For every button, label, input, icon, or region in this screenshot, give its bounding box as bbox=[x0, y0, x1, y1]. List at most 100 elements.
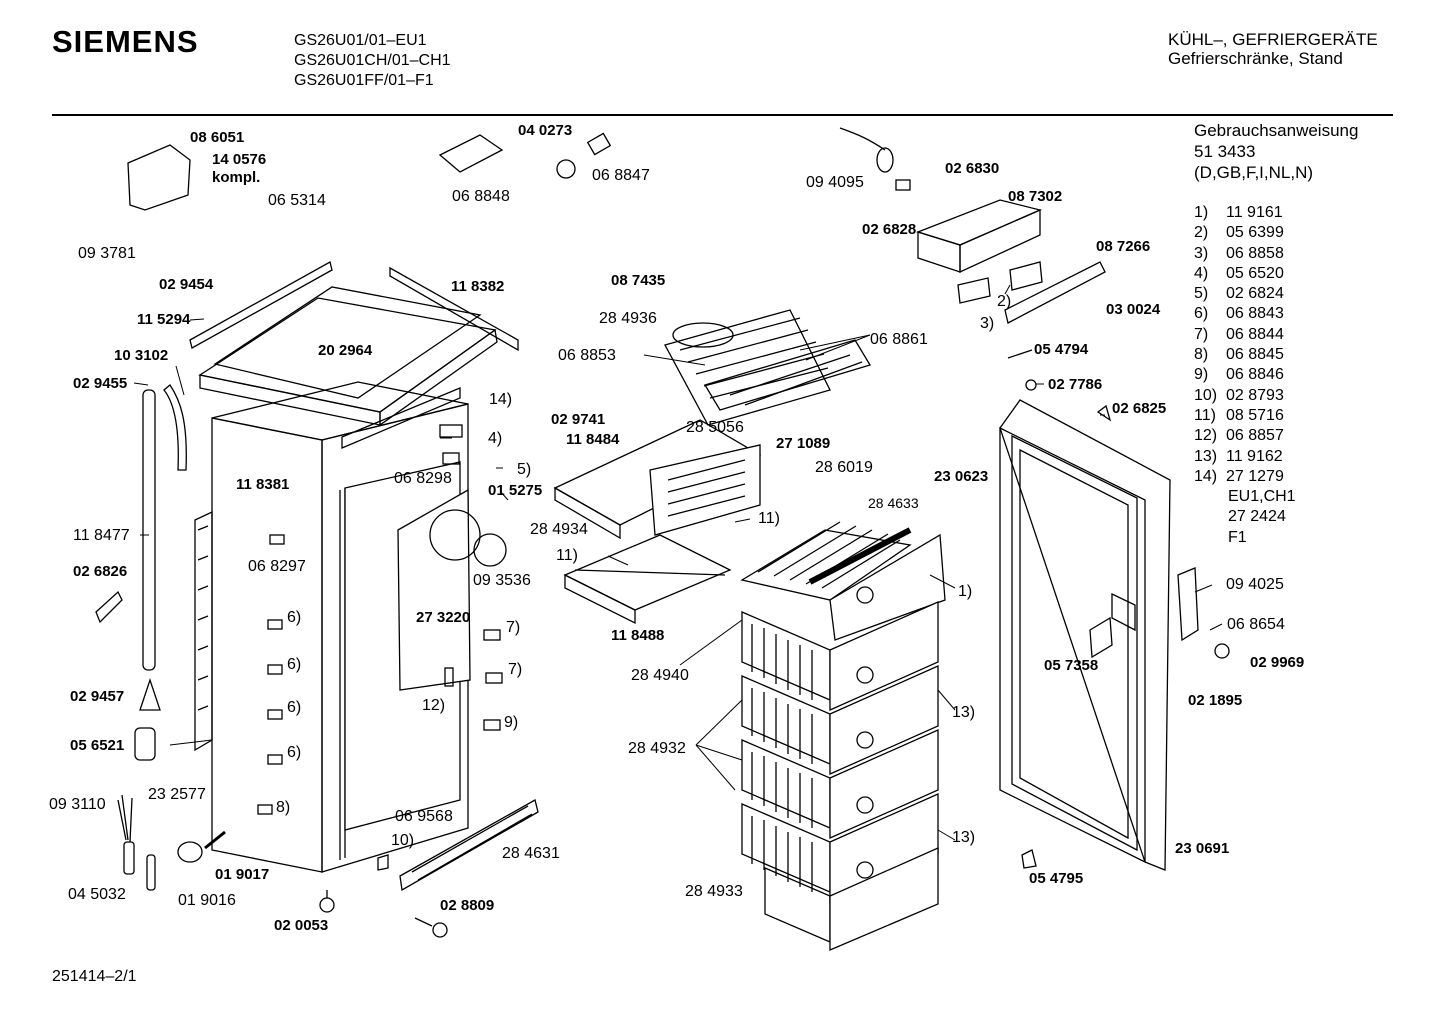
legend-row: 1) 11 9161 bbox=[1194, 203, 1296, 223]
legend-value: 06 8858 bbox=[1226, 244, 1284, 262]
part-label: 6) bbox=[287, 744, 302, 761]
leader-lines bbox=[133, 284, 1223, 841]
legend-key: 1) bbox=[1194, 204, 1209, 221]
part-label: 28 4631 bbox=[502, 845, 560, 862]
part-label: 06 8861 bbox=[870, 331, 928, 348]
part-label: 06 8654 bbox=[1227, 616, 1285, 633]
part-label: 9) bbox=[504, 714, 519, 731]
appliance-category: KÜHL–, GEFRIERGERÄTE Gefrierschränke, St… bbox=[1168, 30, 1378, 68]
part-label: kompl. bbox=[212, 169, 261, 186]
part-label: 04 0273 bbox=[518, 122, 573, 139]
part-label: 28 4933 bbox=[685, 883, 743, 900]
part-label: 11) bbox=[758, 510, 780, 527]
part-label: 02 9455 bbox=[73, 375, 128, 392]
legend-value: 06 8844 bbox=[1226, 325, 1284, 343]
legend-key: 9) bbox=[1194, 366, 1209, 384]
legend-key: 12) bbox=[1194, 427, 1218, 445]
model-number: GS26U01CH/01–CH1 bbox=[294, 52, 451, 69]
part-label: 12) bbox=[422, 697, 446, 714]
part-label: 04 5032 bbox=[68, 886, 126, 903]
top-rails bbox=[189, 261, 519, 449]
part-label: 05 6521 bbox=[70, 737, 125, 754]
legend-value: 11 9161 bbox=[1226, 204, 1283, 221]
part-label: 02 9457 bbox=[70, 688, 125, 705]
legend-key: 6) bbox=[1194, 305, 1209, 323]
part-label: 28 4936 bbox=[599, 310, 657, 327]
legend-value: 06 8846 bbox=[1226, 366, 1284, 384]
legend-value: 11 9162 bbox=[1226, 447, 1283, 465]
part-label: 01 9017 bbox=[215, 866, 270, 883]
part-label: 06 9568 bbox=[395, 808, 453, 825]
part-label: 06 8848 bbox=[452, 188, 510, 205]
legend-row: 14)27 1279 bbox=[1194, 467, 1296, 487]
model-number: GS26U01/01–EU1 bbox=[294, 32, 427, 49]
top-plate bbox=[198, 286, 498, 427]
legend-row: 6)06 8843 bbox=[1194, 304, 1296, 324]
manual-languages: (D,GB,F,I,NL,N) bbox=[1194, 163, 1314, 182]
part-label: 6) bbox=[287, 699, 302, 716]
part-label: 02 8809 bbox=[440, 897, 495, 914]
part-label: 01 9016 bbox=[178, 892, 236, 909]
legend-value: 06 8845 bbox=[1226, 346, 1284, 364]
part-label: 28 4633 bbox=[868, 495, 919, 511]
legend-value: 27 1279 bbox=[1226, 467, 1284, 485]
part-label: 28 4932 bbox=[628, 740, 686, 757]
part-label: 14 0576 bbox=[212, 151, 267, 168]
part-label: 6) bbox=[287, 609, 302, 626]
legend-continuation: EU1,CH1 bbox=[1228, 488, 1296, 506]
part-label: 6) bbox=[287, 656, 302, 673]
part-label: 09 3536 bbox=[473, 572, 531, 589]
part-label: 08 7435 bbox=[611, 272, 666, 289]
category-title: KÜHL–, GEFRIERGERÄTE bbox=[1168, 30, 1378, 49]
part-label: 08 7266 bbox=[1096, 238, 1151, 255]
legend-value: 05 6520 bbox=[1226, 264, 1284, 282]
freezer-door bbox=[999, 399, 1199, 871]
part-label: 01 5275 bbox=[488, 482, 543, 499]
legend-key: 10) bbox=[1194, 386, 1218, 404]
lamp-parts bbox=[127, 132, 612, 211]
legend-row: 12) 06 8857 bbox=[1194, 426, 1296, 446]
legend-value: 05 6399 bbox=[1226, 224, 1284, 242]
model-list: GS26U01/01–EU1 GS26U01CH/01–CH1 GS26U01F… bbox=[294, 31, 451, 91]
legend-continuation: 27 2424 bbox=[1228, 508, 1286, 526]
part-label: 28 4934 bbox=[530, 521, 588, 538]
part-label: 5) bbox=[517, 461, 532, 478]
legend-key: 2) bbox=[1194, 224, 1209, 242]
legend-key: 13) bbox=[1194, 447, 1218, 465]
part-label: 11 8381 bbox=[236, 476, 290, 493]
part-label: 14) bbox=[489, 391, 513, 408]
part-label: 8) bbox=[276, 799, 291, 816]
freezer-baskets bbox=[741, 586, 939, 951]
legend-row: 2) 05 6399 bbox=[1194, 223, 1296, 243]
drip-tray bbox=[553, 419, 762, 625]
part-label: 03 0024 bbox=[1106, 301, 1161, 318]
evaporator bbox=[664, 309, 871, 426]
legend-key: 5) bbox=[1194, 285, 1209, 303]
part-label: 11 8477 bbox=[73, 527, 130, 544]
part-label: 06 8297 bbox=[248, 558, 306, 575]
legend-row: 3)06 8858 bbox=[1194, 244, 1296, 264]
part-label: 05 7358 bbox=[1044, 657, 1099, 674]
header-divider bbox=[52, 114, 1393, 116]
model-number: GS26U01FF/01–F1 bbox=[294, 72, 434, 89]
small-parts bbox=[95, 349, 1230, 938]
part-label: 7) bbox=[508, 661, 523, 678]
part-label: 09 4095 bbox=[806, 174, 864, 191]
part-label: 08 6051 bbox=[190, 129, 245, 146]
part-label: 11 5294 bbox=[137, 311, 191, 328]
part-label: 20 2964 bbox=[318, 342, 373, 359]
legend-row: 13) 11 9162 bbox=[1194, 447, 1296, 467]
legend-row: 10)02 8793 bbox=[1194, 386, 1296, 406]
part-label: 02 7786 bbox=[1048, 376, 1103, 393]
legend-row: 9) 06 8846 bbox=[1194, 365, 1296, 385]
part-label: 06 8847 bbox=[592, 167, 650, 184]
legend-value: 08 5716 bbox=[1226, 406, 1284, 424]
part-label: 11) bbox=[556, 547, 578, 564]
part-label: 13) bbox=[952, 829, 976, 846]
legend-value: 06 8857 bbox=[1226, 427, 1284, 445]
part-label: 27 3220 bbox=[416, 609, 471, 626]
grid-shelf bbox=[740, 521, 946, 641]
legend-row: 8)06 8845 bbox=[1194, 345, 1296, 365]
legend-value: 02 6824 bbox=[1226, 285, 1284, 303]
part-label: 05 4795 bbox=[1029, 870, 1084, 887]
